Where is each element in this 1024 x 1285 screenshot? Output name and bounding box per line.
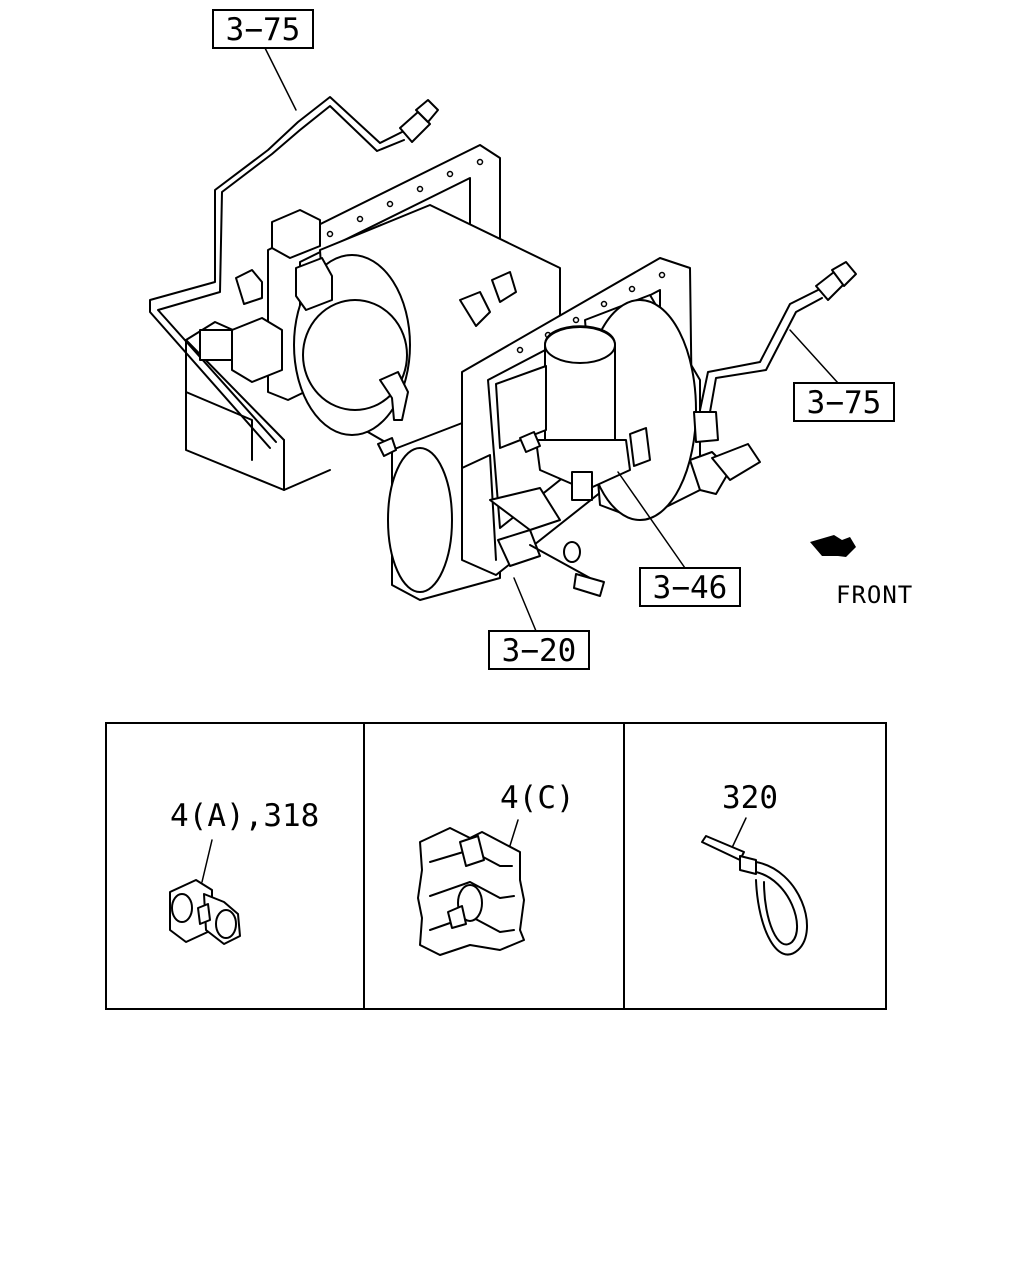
callout-ref-top[interactable]: 3−75: [212, 9, 314, 111]
leader-line-clip-a: [201, 839, 213, 883]
lower-connector: [489, 487, 605, 597]
right-elbow-fitting: [689, 443, 761, 495]
callout-ref-right[interactable]: 3−75: [789, 329, 895, 422]
ref-label-filter: 3−46: [653, 570, 728, 606]
leader-line-filter: [617, 471, 686, 569]
parts-panel-clip-a[interactable]: 4(A),318: [169, 798, 319, 945]
callout-ref-filter[interactable]: 3−46: [617, 471, 741, 607]
parts-panel-clip-c[interactable]: 4(C): [417, 780, 575, 956]
part-label-clip-a: 4(A),318: [170, 798, 319, 834]
front-arrow-icon: [810, 535, 856, 557]
front-indicator: FRONT: [810, 535, 913, 609]
parts-panel-tie[interactable]: 320: [701, 780, 808, 956]
ref-label-bottom: 3−20: [502, 633, 577, 669]
part-label-tie: 320: [722, 780, 778, 816]
front-label: FRONT: [836, 581, 913, 609]
leader-line-bottom: [513, 577, 537, 632]
ref-box-bottom: [488, 630, 590, 670]
leader-line-top: [264, 47, 297, 111]
top-brake-pipe: [149, 96, 439, 449]
part-label-clip-c: 4(C): [500, 780, 575, 816]
ref-box-right: [793, 382, 895, 422]
main-assembly: [149, 96, 857, 601]
multi-clip-icon: [417, 827, 525, 956]
ref-label-right: 3−75: [807, 385, 882, 421]
ref-box-top: [212, 9, 314, 49]
rear-fittings: [199, 209, 333, 383]
right-brake-pipe: [693, 261, 857, 443]
leader-line-right: [789, 329, 839, 384]
air-dryer: [495, 325, 651, 501]
parts-table: 4(A),318 4(C): [105, 722, 887, 1010]
ref-label-top: 3−75: [226, 12, 301, 48]
callout-ref-bottom[interactable]: 3−20: [488, 577, 590, 670]
ref-box-filter: [639, 567, 741, 607]
parts-table-border: [105, 722, 887, 1010]
cable-tie-icon: [701, 835, 808, 956]
pipe-clip-icon: [169, 879, 241, 945]
